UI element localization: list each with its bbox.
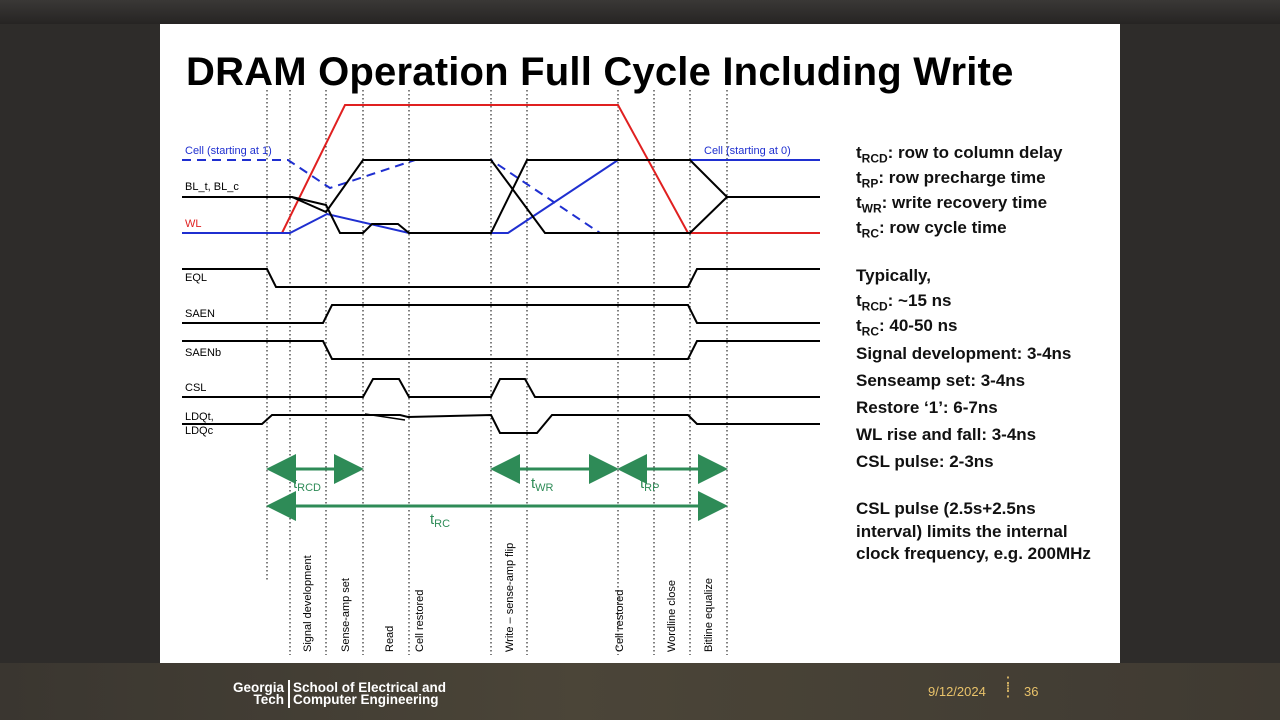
footer-bar <box>0 663 1280 720</box>
separator-dots: ⋮⋮ <box>1000 675 1016 700</box>
trc-label: tRC <box>430 511 450 530</box>
logo-divider <box>288 680 290 708</box>
typical-item: Senseamp set: 3-4ns <box>856 371 1026 390</box>
typical-item: CSL pulse: 2-3ns <box>856 452 994 471</box>
definition-trcd: tRCD: row to column delay <box>856 143 1063 166</box>
saen-waveform <box>182 304 820 324</box>
saen-label: SAEN <box>185 308 215 320</box>
saenb-waveform <box>182 340 820 360</box>
cell1-label: Cell (starting at 1) <box>185 145 272 157</box>
cell0-label: Cell (starting at 0) <box>704 145 791 157</box>
phase-label: Write – sense-amp flip <box>504 543 516 652</box>
ldqc-waveform <box>364 413 406 421</box>
trp-label: tRP <box>640 475 659 494</box>
ldqt-label: LDQt, <box>185 411 214 423</box>
school-line2: Computer Engineering <box>293 692 439 707</box>
logo-line2: Tech <box>253 692 284 707</box>
page-number: 36 <box>1024 684 1039 699</box>
phase-label: Cell restored <box>414 590 426 652</box>
typical-trcd: tRCD: ~15 ns <box>856 291 952 314</box>
phase-label: Signal development <box>302 555 314 652</box>
phase-label: Read <box>384 626 396 652</box>
eql-waveform <box>182 268 820 288</box>
ldqc-label: LDQc <box>185 425 214 437</box>
slide <box>160 24 1120 663</box>
trcd-label: tRCD <box>293 475 321 494</box>
phase-label: Sense-amp set <box>340 578 352 652</box>
phase-label: Wordline close <box>666 580 678 652</box>
definition-trp: tRP: row precharge time <box>856 168 1046 191</box>
typical-trc: tRC: 40-50 ns <box>856 316 958 339</box>
phase-label: Bitline equalize <box>703 578 715 652</box>
eql-label: EQL <box>185 272 207 284</box>
definition-trc: tRC: row cycle time <box>856 218 1007 241</box>
csl-note: CSL pulse (2.5s+2.5ns interval) limits t… <box>856 499 1091 563</box>
ldqt-waveform <box>182 413 820 434</box>
bl-c-waveform <box>291 159 728 234</box>
top-bar <box>0 0 1280 24</box>
slide-date: 9/12/2024 <box>928 684 986 699</box>
typical-item: Restore ‘1’: 6-7ns <box>856 398 998 417</box>
definition-twr: tWR: write recovery time <box>856 193 1048 216</box>
bl-label: BL_t, BL_c <box>185 181 239 193</box>
twr-label: tWR <box>531 475 554 494</box>
phase-markers <box>266 90 728 655</box>
typical-item: Signal development: 3-4ns <box>856 344 1072 363</box>
logo-line1: Georgia <box>232 680 284 695</box>
notes-panel: tRCD: row to column delay tRP: row prech… <box>856 143 1116 566</box>
bl-t-waveform <box>182 159 820 234</box>
saenb-label: SAENb <box>185 347 221 359</box>
typical-heading: Typically, <box>856 266 931 285</box>
csl-waveform <box>182 378 820 398</box>
typical-item: WL rise and fall: 3-4ns <box>856 425 1037 444</box>
csl-label: CSL <box>185 382 206 394</box>
slide-title: DRAM Operation Full Cycle Including Writ… <box>186 50 1014 94</box>
phase-label: Cell restored <box>614 590 626 652</box>
wl-label: WL <box>185 218 202 230</box>
school-line1: School of Electrical and <box>293 680 447 695</box>
